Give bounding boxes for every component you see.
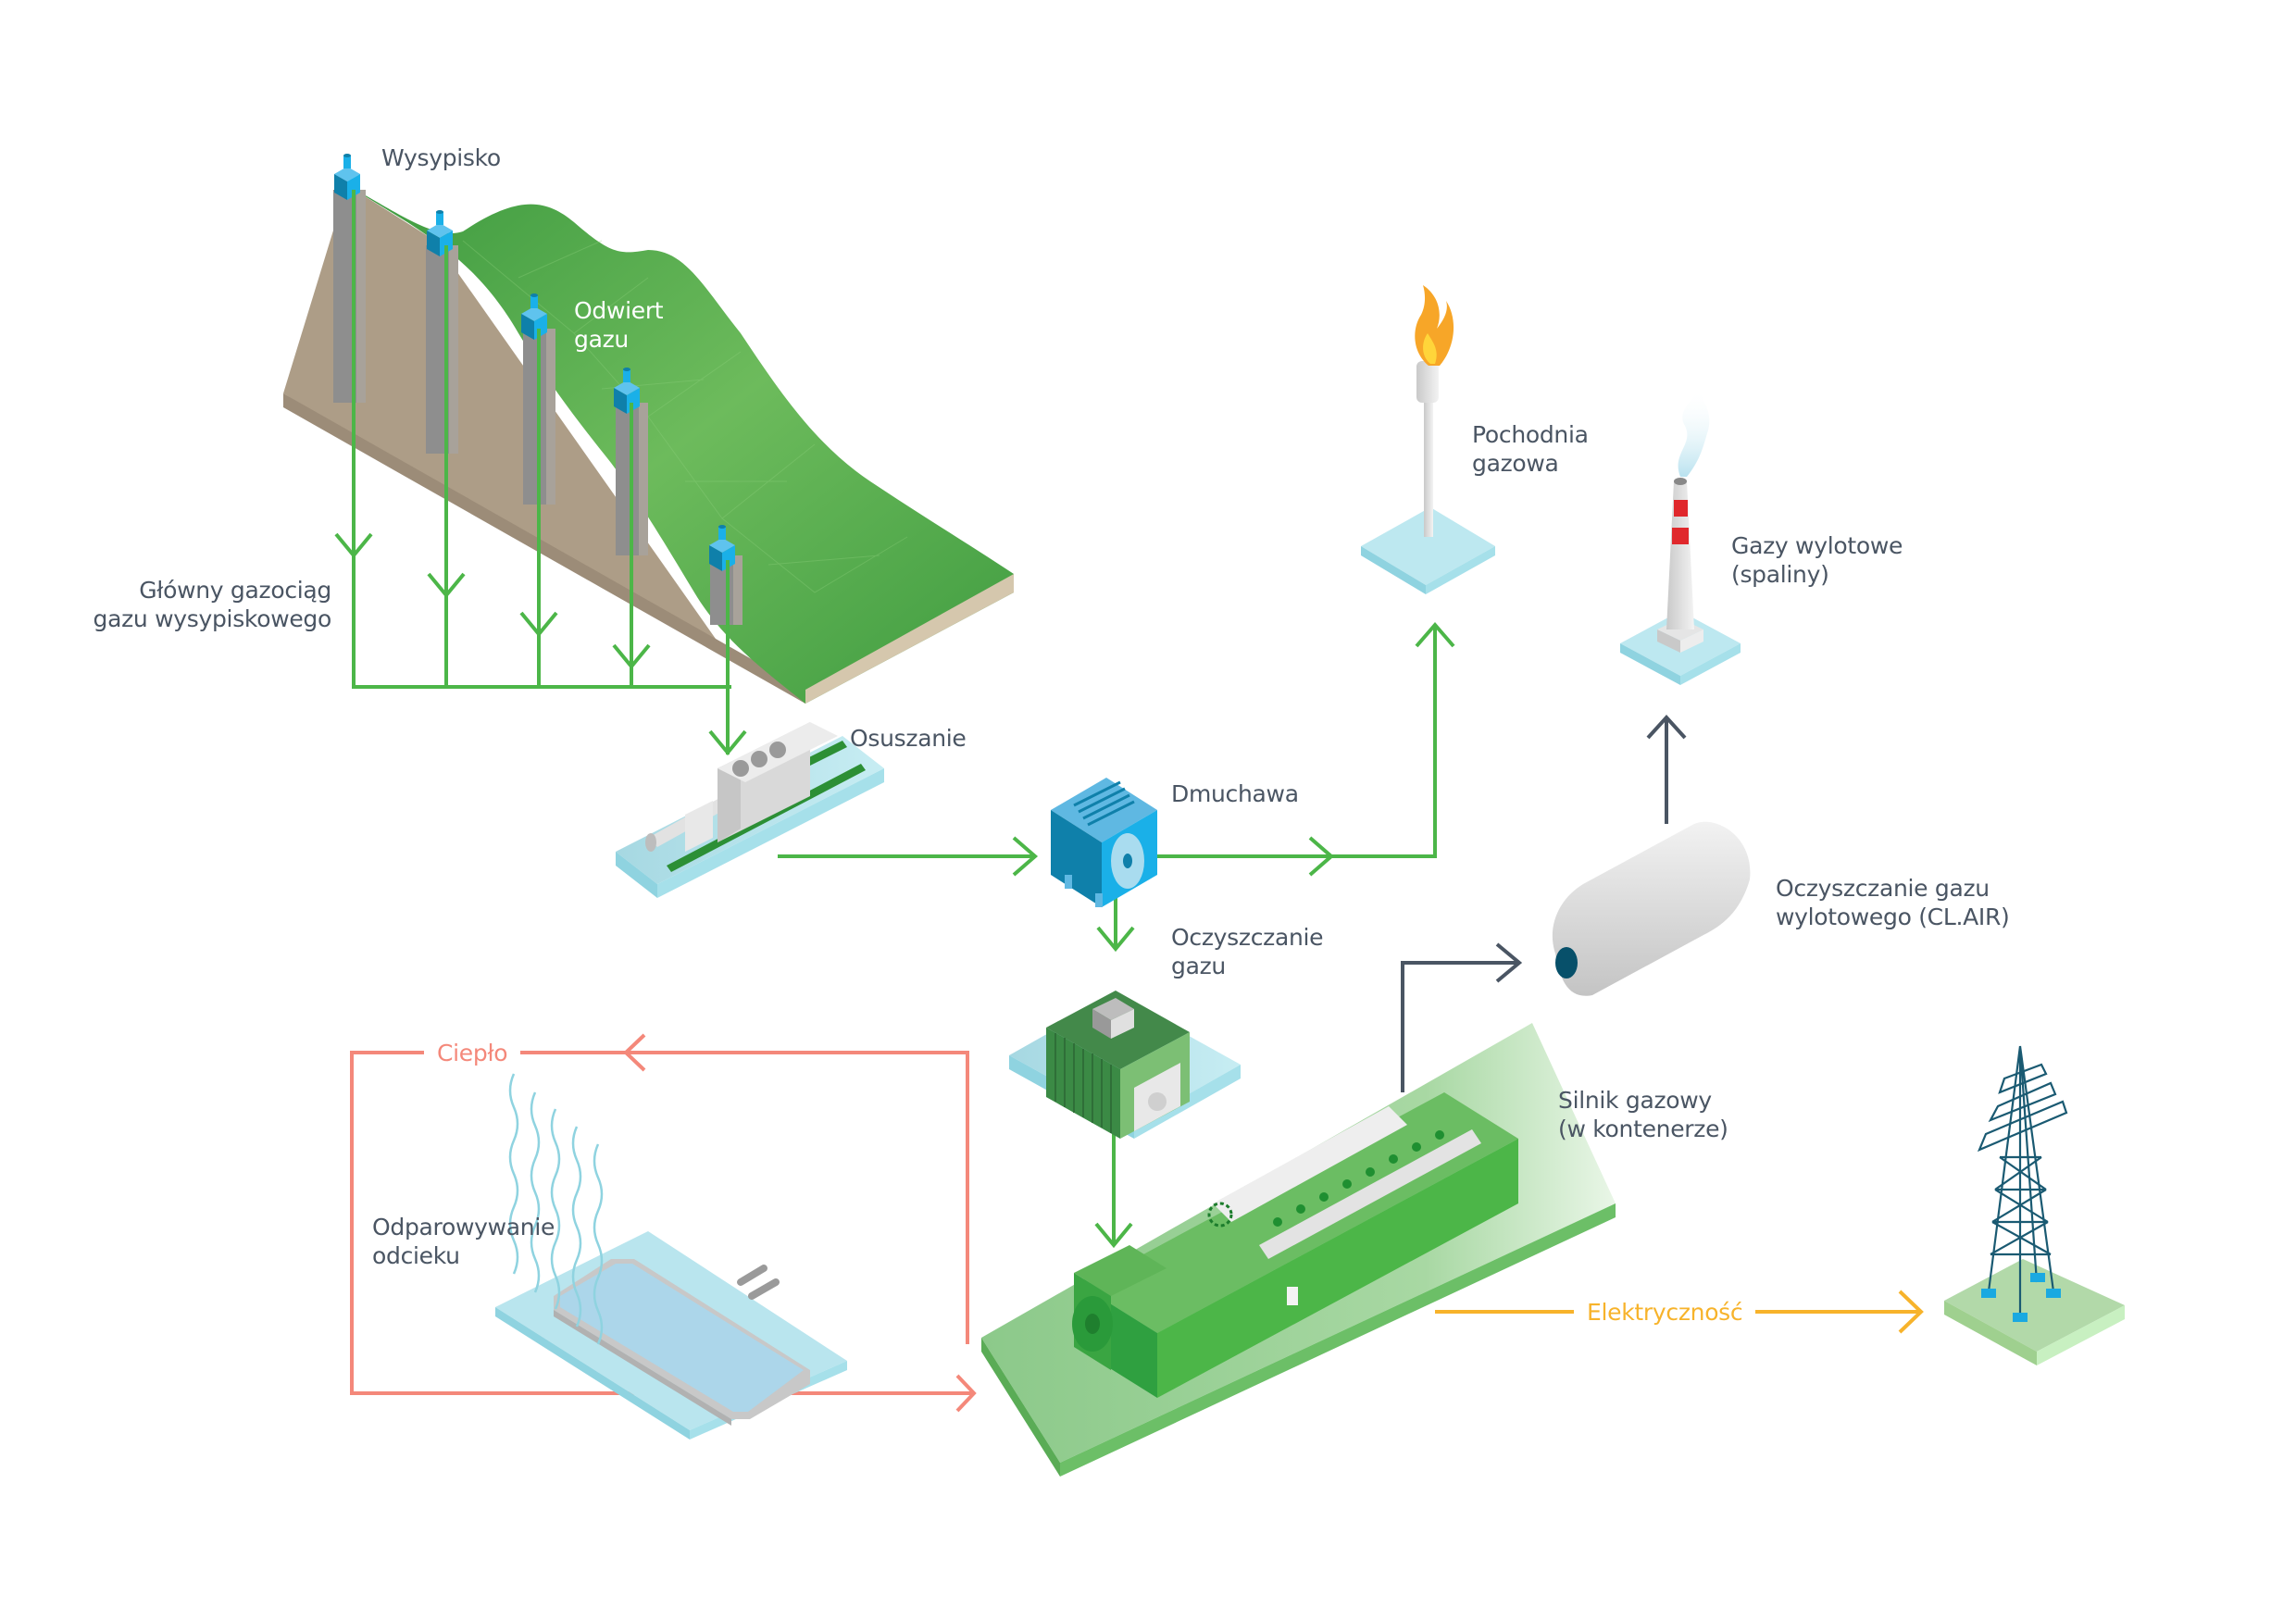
label-gas-well-line-2: gazu <box>574 326 629 353</box>
catalytic-converter-icon <box>1552 821 1751 996</box>
power-pylon-icon <box>1944 1045 2125 1365</box>
steam-line <box>508 1073 519 1275</box>
heat-flow-lines <box>350 1033 977 1413</box>
label-exhaust-cleaning: Oczyszczanie gazu wylotowego (CL.AIR) <box>1776 874 2010 931</box>
label-gas-engine-line-2: (w kontenerze) <box>1558 1116 1728 1142</box>
gas-well-icon <box>427 210 453 256</box>
label-gas-well-line-1: Odwiert <box>574 297 664 324</box>
label-blower: Dmuchawa <box>1171 780 1299 807</box>
steam-line <box>530 1091 541 1293</box>
label-leachate-evaporation-line-1: Odparowywanie <box>372 1214 555 1240</box>
smoke-icon <box>1678 389 1710 477</box>
label-exhaust-gases: Gazy wylotowe (spaliny) <box>1731 531 1903 589</box>
label-gas-flare: Pochodnia gazowa <box>1472 420 1589 478</box>
gas-well-icon <box>709 525 735 571</box>
exhaust-flow-lines <box>1401 715 1687 1092</box>
label-leachate-evaporation: Odparowywanie odcieku <box>372 1213 555 1270</box>
gas-well-icon <box>521 293 547 340</box>
label-gas-flare-line-2: gazowa <box>1472 450 1559 477</box>
chimney-icon <box>1620 389 1741 685</box>
pipeline-main <box>352 190 731 689</box>
label-landfill: Wysypisko <box>381 144 501 171</box>
label-leachate-evaporation-line-2: odcieku <box>372 1242 460 1269</box>
label-exhaust-cleaning-line-1: Oczyszczanie gazu <box>1776 875 1990 902</box>
landfill-hill-icon <box>283 185 1014 704</box>
gas-engine-icon <box>981 1023 1616 1477</box>
label-exhaust-gases-line-2: (spaliny) <box>1731 561 1829 588</box>
label-exhaust-cleaning-line-2: wylotowego (CL.AIR) <box>1776 904 2010 930</box>
evaporation-pool-icon <box>495 1073 847 1440</box>
label-main-pipeline-line-2: gazu wysypiskowego <box>93 605 332 632</box>
label-electricity: Elektryczność <box>1574 1298 1756 1327</box>
dryer-unit-icon <box>616 722 884 898</box>
label-exhaust-gases-line-1: Gazy wylotowe <box>1731 532 1903 559</box>
flare-torch-icon <box>1361 285 1495 594</box>
label-heat: Ciepło <box>424 1039 521 1067</box>
label-gas-engine: Silnik gazowy (w kontenerze) <box>1558 1086 1728 1143</box>
label-gas-flare-line-1: Pochodnia <box>1472 421 1589 448</box>
label-gas-cleaning: Oczyszczanie gazu <box>1171 923 1324 980</box>
gas-flow-lines <box>334 190 1455 1249</box>
steam-line <box>550 1108 561 1310</box>
gas-well-icon <box>334 154 360 200</box>
steam-lines <box>508 1073 604 1345</box>
gas-cleaning-container-icon <box>1009 991 1241 1139</box>
blower-icon <box>1051 778 1157 907</box>
label-drying: Osuszanie <box>850 725 967 752</box>
label-gas-well: Odwiert gazu <box>574 296 664 354</box>
steam-line <box>571 1126 582 1328</box>
label-main-pipeline: Główny gazociąg gazu wysypiskowego <box>56 576 332 633</box>
label-gas-cleaning-line-1: Oczyszczanie <box>1171 924 1324 951</box>
label-gas-cleaning-line-2: gazu <box>1171 953 1226 979</box>
label-main-pipeline-line-1: Główny gazociąg <box>139 577 331 604</box>
label-gas-engine-line-1: Silnik gazowy <box>1558 1087 1712 1114</box>
steam-line <box>593 1143 604 1345</box>
